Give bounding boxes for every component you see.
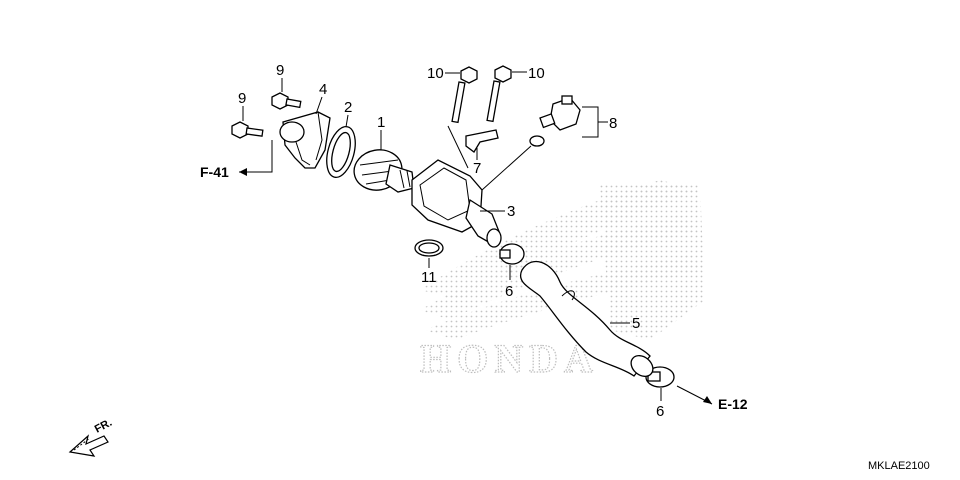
label-part-6-upper: 6 — [505, 283, 513, 300]
label-part-5: 5 — [632, 315, 640, 332]
oring-11[interactable] — [414, 239, 444, 257]
temp-sensor-8[interactable] — [539, 95, 581, 131]
bolt-10-right[interactable] — [486, 65, 512, 123]
hose-clamp-6-upper[interactable] — [499, 243, 525, 265]
honda-watermark-text: HONDA — [420, 336, 599, 381]
label-part-9-upper: 9 — [276, 62, 284, 79]
front-direction-arrow — [68, 434, 109, 457]
label-part-1: 1 — [377, 114, 385, 131]
label-part-4: 4 — [319, 81, 327, 98]
fr-direction-label: FR. — [93, 417, 114, 436]
diagram-code: MKLAE2100 — [868, 460, 930, 472]
bracket-7[interactable] — [465, 129, 499, 153]
bolt-9-lower[interactable] — [231, 121, 264, 139]
bolt-10-left[interactable] — [451, 66, 478, 124]
sensor-oring — [529, 135, 545, 147]
label-part-11: 11 — [421, 269, 437, 286]
thermostat-housing-3[interactable] — [411, 159, 502, 248]
gasket-2[interactable] — [322, 124, 361, 181]
label-part-7: 7 — [473, 160, 481, 177]
label-part-8: 8 — [609, 115, 617, 132]
bolt-9-upper[interactable] — [271, 92, 302, 110]
water-hose-5[interactable] — [519, 260, 657, 380]
ref-f41[interactable]: F-41 — [200, 164, 229, 180]
thermostat-cover-4[interactable] — [279, 111, 331, 169]
label-part-6-lower: 6 — [656, 403, 664, 420]
label-part-10-right: 10 — [528, 65, 545, 82]
label-part-9-lower: 9 — [238, 90, 246, 107]
thermostat-1[interactable] — [351, 146, 415, 194]
ref-e12[interactable]: E-12 — [718, 396, 748, 412]
hose-clamp-6-lower[interactable] — [645, 366, 675, 388]
label-part-2: 2 — [344, 99, 352, 116]
label-part-3: 3 — [507, 203, 515, 220]
label-part-10-left: 10 — [427, 65, 444, 82]
